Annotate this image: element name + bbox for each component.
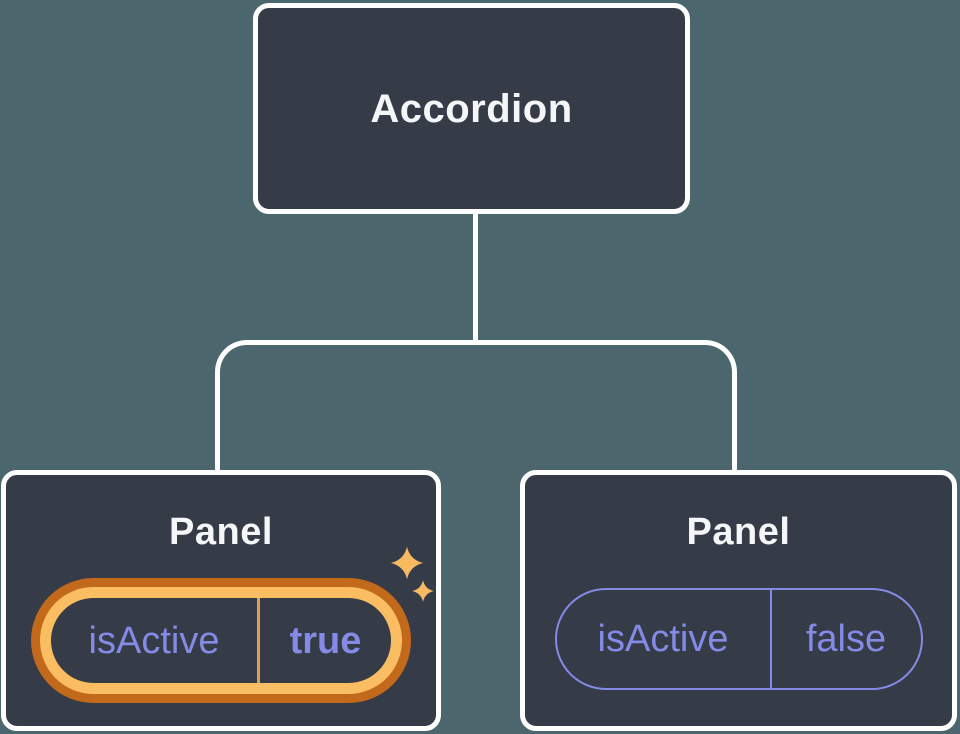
pill-divider	[769, 590, 772, 688]
prop-pill-inner-ring: isActive true	[40, 587, 402, 694]
prop-value-label: false	[805, 618, 887, 660]
panel-label: Panel	[169, 511, 273, 553]
prop-value-label: true	[289, 619, 362, 662]
pill-divider	[257, 598, 260, 683]
prop-pill-inactive: isActive false	[554, 588, 923, 690]
panel-label: Panel	[686, 511, 791, 553]
prop-pill-active: isActive true	[51, 598, 391, 683]
connector-branch	[215, 340, 737, 470]
accordion-label: Accordion	[370, 86, 573, 131]
accordion-node: Accordion	[253, 3, 690, 214]
connector-stem	[473, 212, 478, 342]
prop-name-label: isActive	[88, 619, 220, 662]
panel-node-inactive: Panel isActive false	[520, 470, 957, 731]
panel-node-active: Panel isActive true	[1, 470, 441, 731]
sparkle-icon-small	[412, 580, 434, 602]
sparkle-icon-large	[390, 546, 424, 580]
prop-pill-highlight-ring: isActive true	[31, 578, 411, 703]
prop-name-label: isActive	[597, 618, 729, 660]
